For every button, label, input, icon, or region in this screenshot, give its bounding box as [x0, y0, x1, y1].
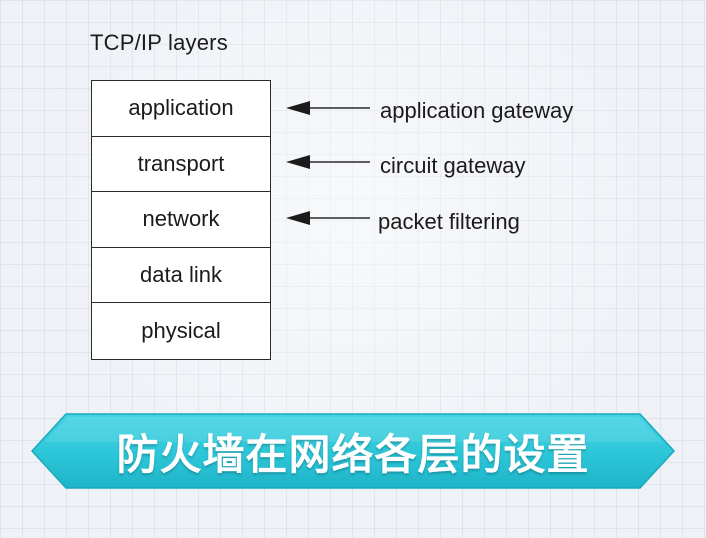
arrow-application-gateway [286, 101, 370, 115]
arrow-circuit-gateway [286, 155, 370, 169]
arrow-packet-filtering [286, 211, 370, 225]
label-packet-filtering: packet filtering [378, 209, 520, 234]
banner-title: 防火墙在网络各层的设置 [116, 429, 590, 479]
stack-title: TCP/IP layers [90, 30, 228, 55]
layer-network: network [92, 192, 270, 248]
layer-transport: transport [92, 137, 270, 193]
layer-data-link: data link [92, 248, 270, 304]
layer-physical: physical [141, 318, 221, 344]
label-application-gateway: application gateway [380, 98, 574, 123]
layer-stack: application transport network data link … [91, 80, 271, 360]
label-circuit-gateway: circuit gateway [380, 153, 526, 178]
title-banner: 防火墙在网络各层的设置 [22, 408, 684, 494]
layer-application: application [92, 81, 270, 137]
banner-shape [30, 413, 676, 489]
